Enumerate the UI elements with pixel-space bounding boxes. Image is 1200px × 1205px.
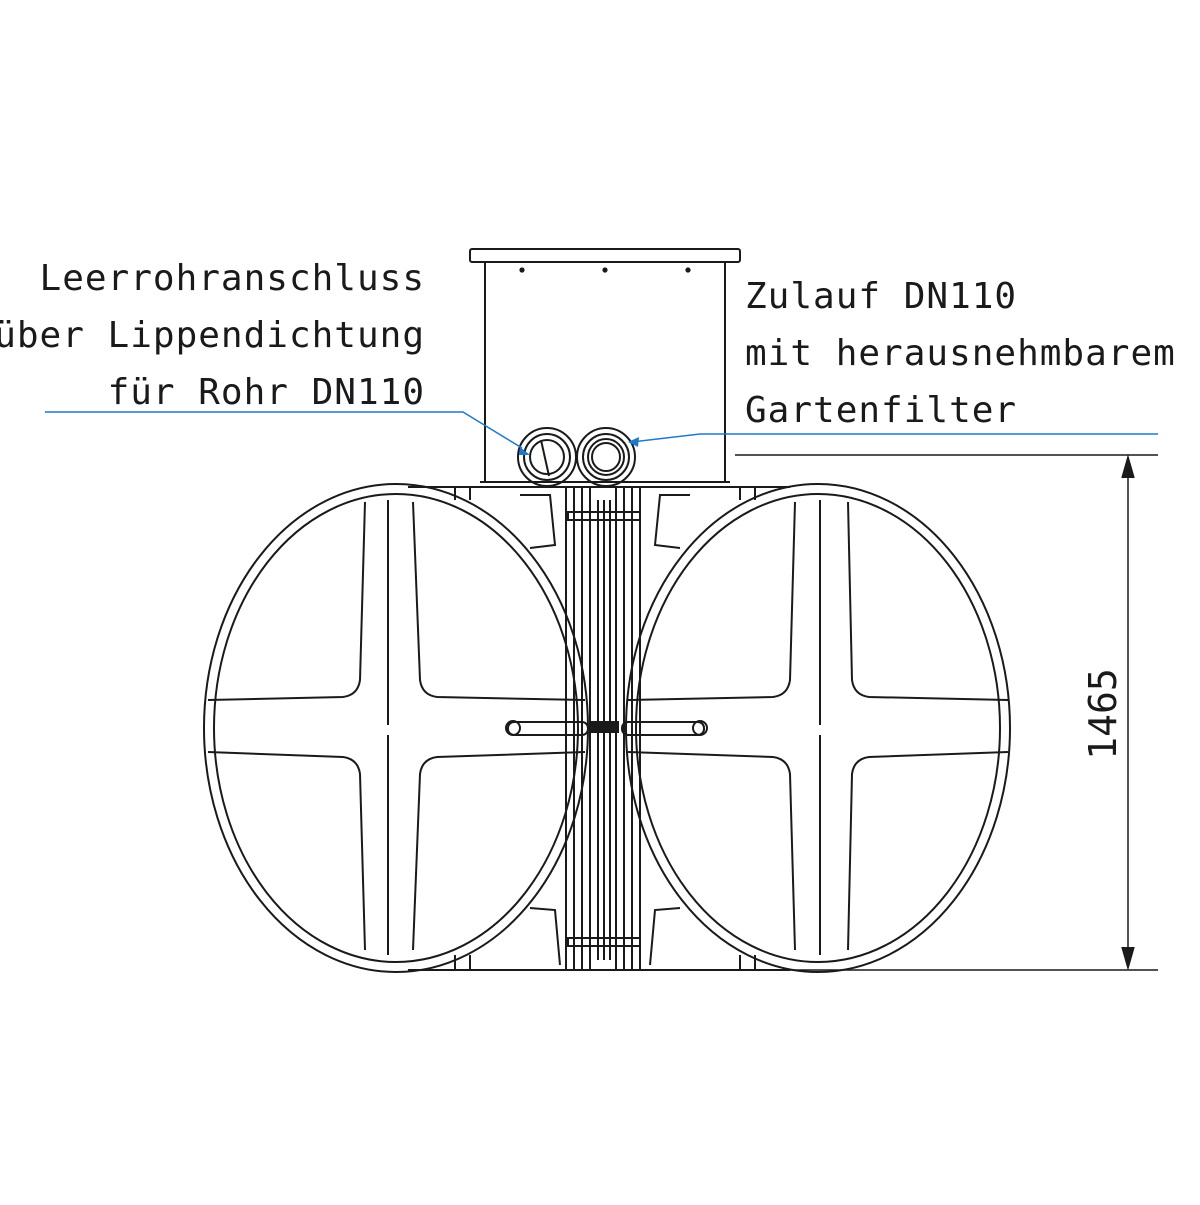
- leader-line-inlet: [631, 433, 1158, 443]
- annotation-line: für Rohr DN110: [107, 372, 425, 413]
- conduit-annotation: Leerrohranschluss über Lippendichtung fü…: [0, 250, 425, 421]
- reinforcement-cross: [627, 501, 1009, 951]
- screw-icon: [685, 267, 691, 273]
- annotation-line: über Lippendichtung: [0, 315, 425, 356]
- annotation-line: Zulauf DN110: [745, 276, 1018, 317]
- screw-icon: [519, 267, 525, 273]
- inspection-shaft: [469, 248, 741, 483]
- tank-top-profile: [408, 486, 790, 971]
- annotation-line: Gartenfilter: [745, 390, 1018, 431]
- left-tank-end: [203, 483, 589, 973]
- handle-left: [505, 720, 589, 736]
- right-tank-end: [625, 483, 1011, 973]
- annotation-line: Leerrohranschluss: [39, 258, 425, 299]
- inlet-annotation: Zulauf DN110 mit herausnehmbarem Gartenf…: [745, 268, 1176, 439]
- conduit-port: [517, 427, 577, 487]
- center-connector: [565, 487, 641, 970]
- height-dimension-label: 1465: [1081, 668, 1125, 760]
- screw-icon: [602, 267, 608, 273]
- handle-right: [621, 720, 708, 736]
- shaft-lid: [469, 248, 741, 263]
- annotation-line: mit herausnehmbarem: [745, 333, 1176, 374]
- height-dimension: [735, 454, 1158, 971]
- shaft-body: [484, 261, 726, 483]
- arrow-icon: [628, 437, 639, 447]
- arrow-icon: [519, 447, 530, 455]
- leader-line-conduit: [45, 411, 523, 449]
- reinforcement-cross: [207, 501, 586, 951]
- inlet-port: [576, 427, 636, 487]
